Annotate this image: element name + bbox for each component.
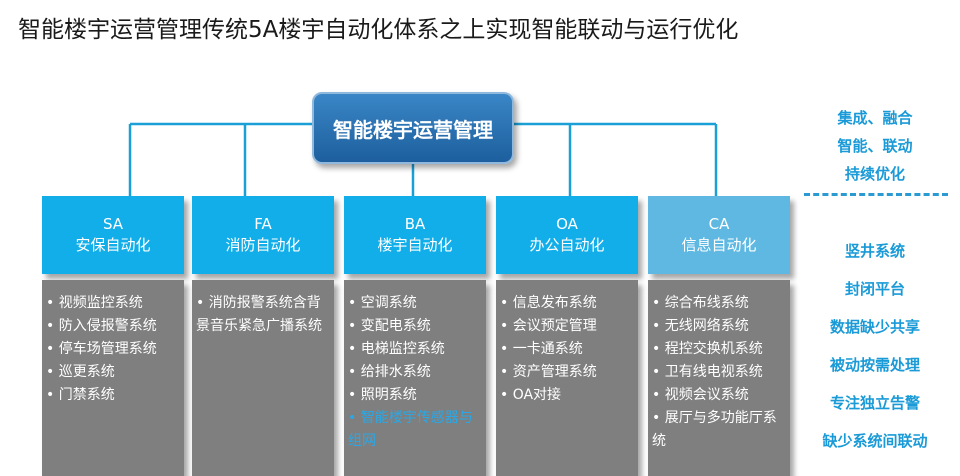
category-ca: CA 信息自动化: [648, 196, 790, 274]
list-item: • 照明系统: [348, 387, 417, 403]
list-item: • 视频会议系统: [652, 387, 749, 403]
problem-item: 专注独立告警: [829, 394, 920, 412]
category-sa: SA 安保自动化: [42, 196, 184, 274]
category-name: 办公自动化: [529, 236, 605, 254]
list-oa: • 信息发布系统 • 会议预定管理 • 一卡通系统 • 资产管理系统 • OA对…: [496, 280, 638, 476]
list-item: • 给排水系统: [348, 364, 431, 380]
category-name: 消防自动化: [225, 236, 301, 254]
list-item: • 变配电系统: [348, 318, 431, 334]
list-sa: • 视频监控系统 • 防入侵报警系统 • 停车场管理系统 • 巡更系统 • 门禁…: [42, 280, 184, 476]
list-item: • 无线网络系统: [652, 318, 749, 334]
dashed-divider: [804, 193, 948, 196]
category-name: 安保自动化: [75, 236, 151, 254]
category-code: SA: [102, 215, 124, 233]
page-title: 智能楼宇运营管理传统5A楼宇自动化体系之上实现智能联动与运行优化: [18, 17, 739, 43]
category-oa: OA 办公自动化: [496, 196, 638, 274]
goal-item: 持续优化: [844, 165, 905, 183]
right-problems: 竖井系统 封闭平台 数据缺少共享 被动按需处理 专注独立告警 缺少系统间联动: [800, 232, 950, 460]
list-item: • 信息发布系统: [500, 295, 597, 311]
list-item: • 停车场管理系统: [46, 341, 157, 357]
list-item: • 门禁系统: [46, 387, 115, 403]
list-item: • 空调系统: [348, 295, 417, 311]
problem-item: 竖井系统: [844, 242, 905, 260]
list-item: • 防入侵报警系统: [46, 318, 157, 334]
category-code: OA: [556, 215, 578, 233]
list-item: • 卫有线电视系统: [652, 364, 763, 380]
category-code: CA: [708, 215, 730, 233]
goal-item: 智能、联动: [837, 137, 913, 155]
list-item: • OA对接: [500, 387, 562, 403]
top-box-intelligent-building-ops: 智能楼宇运营管理: [312, 92, 514, 164]
category-name: 楼宇自动化: [377, 236, 453, 254]
list-fa: • 消防报警系统含背景音乐紧急广播系统: [192, 280, 334, 476]
goal-item: 集成、融合: [837, 109, 913, 127]
list-item: • 视频监控系统: [46, 295, 143, 311]
problem-item: 数据缺少共享: [829, 318, 920, 336]
right-goals: 集成、融合 智能、联动 持续优化: [800, 104, 950, 188]
list-item: • 展厅与多功能厅系统: [652, 410, 777, 449]
list-ba: • 空调系统 • 变配电系统 • 电梯监控系统 • 给排水系统 • 照明系统 •…: [344, 280, 486, 476]
list-item: • 程控交换机系统: [652, 341, 763, 357]
list-item: • 资产管理系统: [500, 364, 597, 380]
list-item: • 消防报警系统含背景音乐紧急广播系统: [196, 295, 322, 334]
category-name: 信息自动化: [681, 236, 757, 254]
category-ba: BA 楼宇自动化: [344, 196, 486, 274]
list-item: • 会议预定管理: [500, 318, 597, 334]
problem-item: 被动按需处理: [829, 356, 920, 374]
problem-item: 封闭平台: [844, 280, 905, 298]
category-code: BA: [404, 215, 426, 233]
list-item: • 一卡通系统: [500, 341, 583, 357]
list-item: • 电梯监控系统: [348, 341, 445, 357]
list-ca: • 综合布线系统 • 无线网络系统 • 程控交换机系统 • 卫有线电视系统 • …: [648, 280, 790, 476]
list-item-highlight: • 智能楼宇传感器与组网: [348, 410, 473, 449]
list-item: • 巡更系统: [46, 364, 115, 380]
problem-item: 缺少系统间联动: [822, 432, 928, 450]
category-fa: FA 消防自动化: [192, 196, 334, 274]
category-code: FA: [254, 215, 272, 233]
list-item: • 综合布线系统: [652, 295, 749, 311]
